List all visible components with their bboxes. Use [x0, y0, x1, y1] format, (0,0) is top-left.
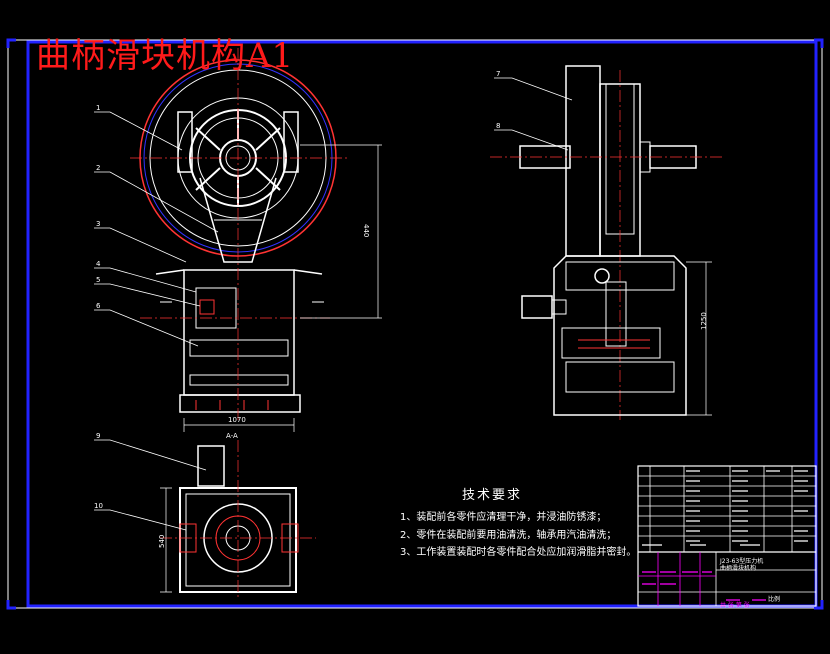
tech-requirement-item: 3、工作装置装配时各零件配合处应加润滑脂并密封。	[400, 547, 637, 558]
callout-leaders	[94, 77, 573, 531]
callout-label: 2	[96, 164, 101, 172]
front-view	[130, 48, 382, 432]
side-view	[490, 65, 722, 420]
outer-border	[7, 39, 823, 609]
tech-requirement-item: 1、装配前各零件应清理干净，并浸油防锈漆；	[400, 512, 607, 523]
callout-label: 5	[96, 276, 101, 284]
title-block-magenta-marks	[642, 571, 766, 601]
corner-marks	[6, 38, 824, 610]
dimension-width-front: 1070	[228, 416, 246, 424]
callout-label: 10	[94, 502, 103, 510]
title-block-sheet-label: 共 张 第 张	[720, 602, 750, 609]
tech-requirements-heading: 技术要求	[462, 488, 523, 503]
dimension-height-front: 440	[362, 224, 370, 238]
drawing-title: 曲柄滑块机构A1	[36, 36, 295, 76]
title-block-scale-label: 比例	[768, 596, 781, 603]
title-block-drawing-name: J23-63型压力机	[720, 558, 764, 565]
section-aa-view	[160, 440, 316, 600]
callout-label: 6	[96, 302, 101, 310]
tech-requirement-item: 2、零件在装配前要用油清洗，轴承用汽油清洗；	[400, 530, 617, 541]
title-block-text-marks	[642, 470, 808, 546]
dimension-height-side: 1250	[700, 312, 708, 330]
callout-label: 3	[96, 220, 101, 228]
callout-label: 4	[96, 260, 101, 268]
drawing-frame	[26, 40, 818, 608]
callout-label: 1	[96, 104, 101, 112]
dimension-width-top: 540	[158, 534, 166, 548]
callout-label: 9	[96, 432, 101, 440]
section-label: A-A	[226, 432, 238, 440]
title-block-part-name: 曲柄滑块机构	[720, 565, 757, 572]
callout-label: 8	[496, 122, 501, 130]
title-block	[637, 465, 817, 607]
callout-label: 7	[496, 70, 501, 78]
